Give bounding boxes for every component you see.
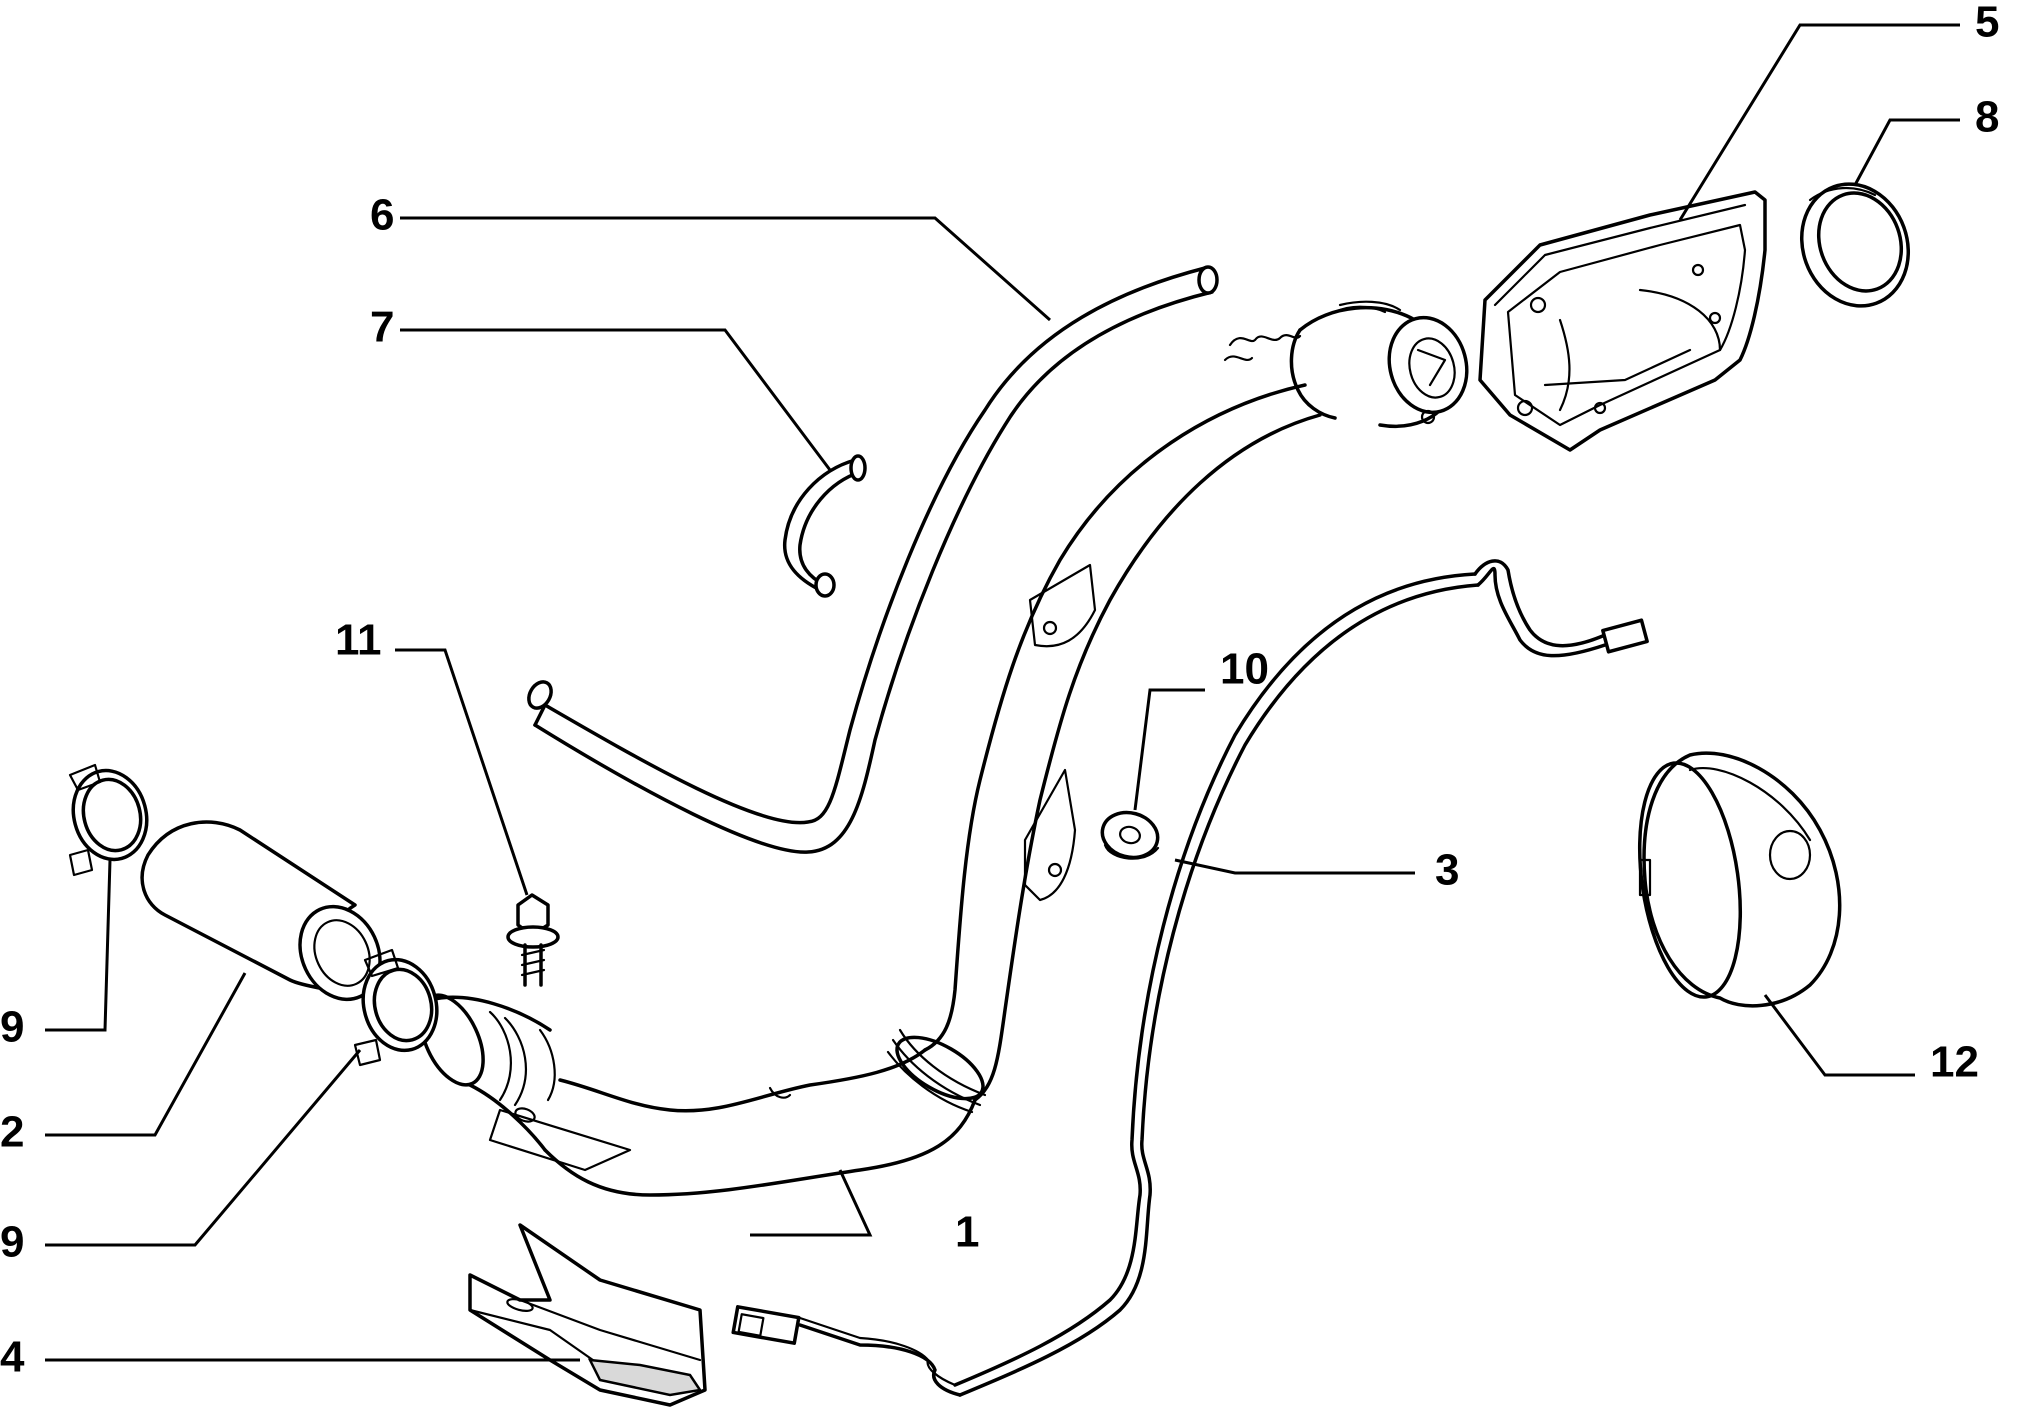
rubber-sleeve	[140, 820, 382, 1002]
callout-8: 8	[1975, 93, 1999, 142]
callout-9b: 9	[0, 1218, 24, 1267]
grommet	[1100, 810, 1160, 860]
callout-9a: 9	[0, 1003, 24, 1052]
callout-4: 4	[0, 1333, 25, 1382]
callout-7: 7	[370, 303, 394, 352]
hose-clamp-upper	[68, 763, 149, 877]
callout-1: 1	[955, 1208, 979, 1257]
hose-clamp-lower	[353, 948, 439, 1067]
callout-10: 10	[1220, 645, 1269, 694]
vent-hose	[527, 265, 1219, 854]
callout-6: 6	[370, 191, 394, 240]
fuel-cap	[1637, 751, 1842, 1008]
heat-shield	[468, 1223, 707, 1407]
seal-ring	[1799, 182, 1911, 308]
callout-labels: 1 2 3 4 5 6 7 8 9 9 10 11 12	[0, 0, 1999, 1382]
filler-neck-pipe	[419, 300, 1469, 1197]
callout-11: 11	[335, 616, 382, 665]
hose-clip	[783, 454, 867, 598]
release-cable	[731, 559, 1649, 1397]
bolt	[506, 893, 560, 987]
leader-lines	[45, 23, 1960, 1362]
filler-housing	[1478, 190, 1767, 452]
callout-2: 2	[0, 1108, 24, 1157]
callout-5: 5	[1975, 0, 1999, 47]
callout-3: 3	[1435, 846, 1459, 895]
callout-12: 12	[1930, 1038, 1979, 1087]
